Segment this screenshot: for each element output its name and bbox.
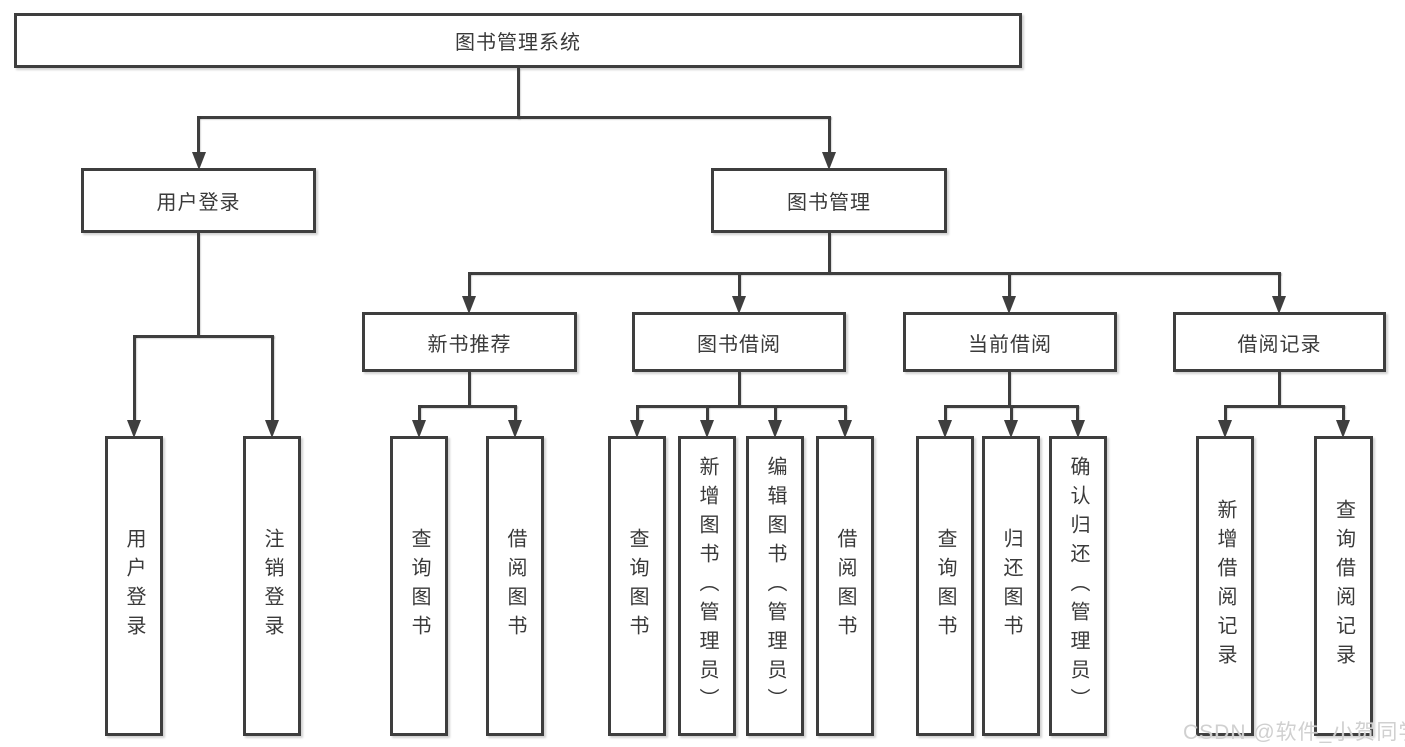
node-current-borrow: 当前借阅 [903, 312, 1117, 372]
arrowhead-down-icon [508, 420, 522, 438]
connector [468, 272, 1281, 275]
connector [133, 335, 136, 422]
connector [468, 372, 471, 407]
leaf-add-borrow-record: 新增借阅记录 [1196, 436, 1254, 736]
connector [738, 272, 741, 298]
leaf-borrow-query-books: 查询图书 [608, 436, 666, 736]
connector [197, 116, 200, 154]
arrowhead-down-icon [938, 420, 952, 438]
leaf-confirm-return-admin: 确认归还（管理员） [1049, 436, 1107, 736]
leaf-borrow-books: 借阅图书 [816, 436, 874, 736]
arrowhead-down-icon [1004, 420, 1018, 438]
connector [1008, 272, 1011, 298]
arrowhead-down-icon [265, 420, 279, 438]
arrowhead-down-icon [700, 420, 714, 438]
node-library-management-system: 图书管理系统 [14, 13, 1022, 68]
arrowhead-down-icon [768, 420, 782, 438]
arrowhead-down-icon [838, 420, 852, 438]
connector [133, 335, 274, 338]
connector [517, 68, 520, 119]
connector [1224, 405, 1227, 422]
connector [774, 405, 777, 422]
connector [828, 116, 831, 154]
connector [271, 335, 274, 422]
node-book-borrow: 图书借阅 [632, 312, 846, 372]
node-user-login: 用户登录 [81, 168, 316, 233]
connector [844, 405, 847, 422]
arrowhead-down-icon [822, 152, 836, 170]
leaf-logout: 注销登录 [243, 436, 301, 736]
connector [1278, 372, 1281, 407]
connector [1278, 272, 1281, 298]
connector [418, 405, 517, 408]
connector [197, 116, 831, 119]
node-book-management: 图书管理 [711, 168, 947, 233]
connector [418, 405, 421, 422]
connector [636, 405, 847, 408]
arrowhead-down-icon [412, 420, 426, 438]
arrowhead-down-icon [1002, 296, 1016, 314]
connector [738, 372, 741, 407]
arrowhead-down-icon [127, 420, 141, 438]
connector [1010, 405, 1013, 422]
arrowhead-down-icon [1336, 420, 1350, 438]
arrowhead-down-icon [630, 420, 644, 438]
watermark: CSDN @软件_小贺同学 [1183, 721, 1405, 744]
connector [636, 405, 639, 422]
connector [944, 405, 947, 422]
leaf-recommend-query-books: 查询图书 [390, 436, 448, 736]
connector [706, 405, 709, 422]
leaf-user-login: 用户登录 [105, 436, 163, 736]
arrowhead-down-icon [462, 296, 476, 314]
arrowhead-down-icon [1071, 420, 1085, 438]
connector [1224, 405, 1345, 408]
arrowhead-down-icon [192, 152, 206, 170]
connector [1076, 405, 1079, 422]
connector [1342, 405, 1345, 422]
connector [1008, 372, 1011, 407]
leaf-current-query-books: 查询图书 [916, 436, 974, 736]
leaf-edit-books-admin: 编辑图书（管理员） [746, 436, 804, 736]
leaf-return-books: 归还图书 [982, 436, 1040, 736]
connector [468, 272, 471, 298]
arrowhead-down-icon [732, 296, 746, 314]
arrowhead-down-icon [1272, 296, 1286, 314]
leaf-query-borrow-record: 查询借阅记录 [1314, 436, 1373, 736]
node-borrow-records: 借阅记录 [1173, 312, 1386, 372]
connector [514, 405, 517, 422]
arrowhead-down-icon [1218, 420, 1232, 438]
connector [197, 233, 200, 337]
connector [828, 233, 831, 274]
node-new-book-recommend: 新书推荐 [362, 312, 577, 372]
leaf-add-books-admin: 新增图书（管理员） [678, 436, 736, 736]
leaf-recommend-borrow-books: 借阅图书 [486, 436, 544, 736]
